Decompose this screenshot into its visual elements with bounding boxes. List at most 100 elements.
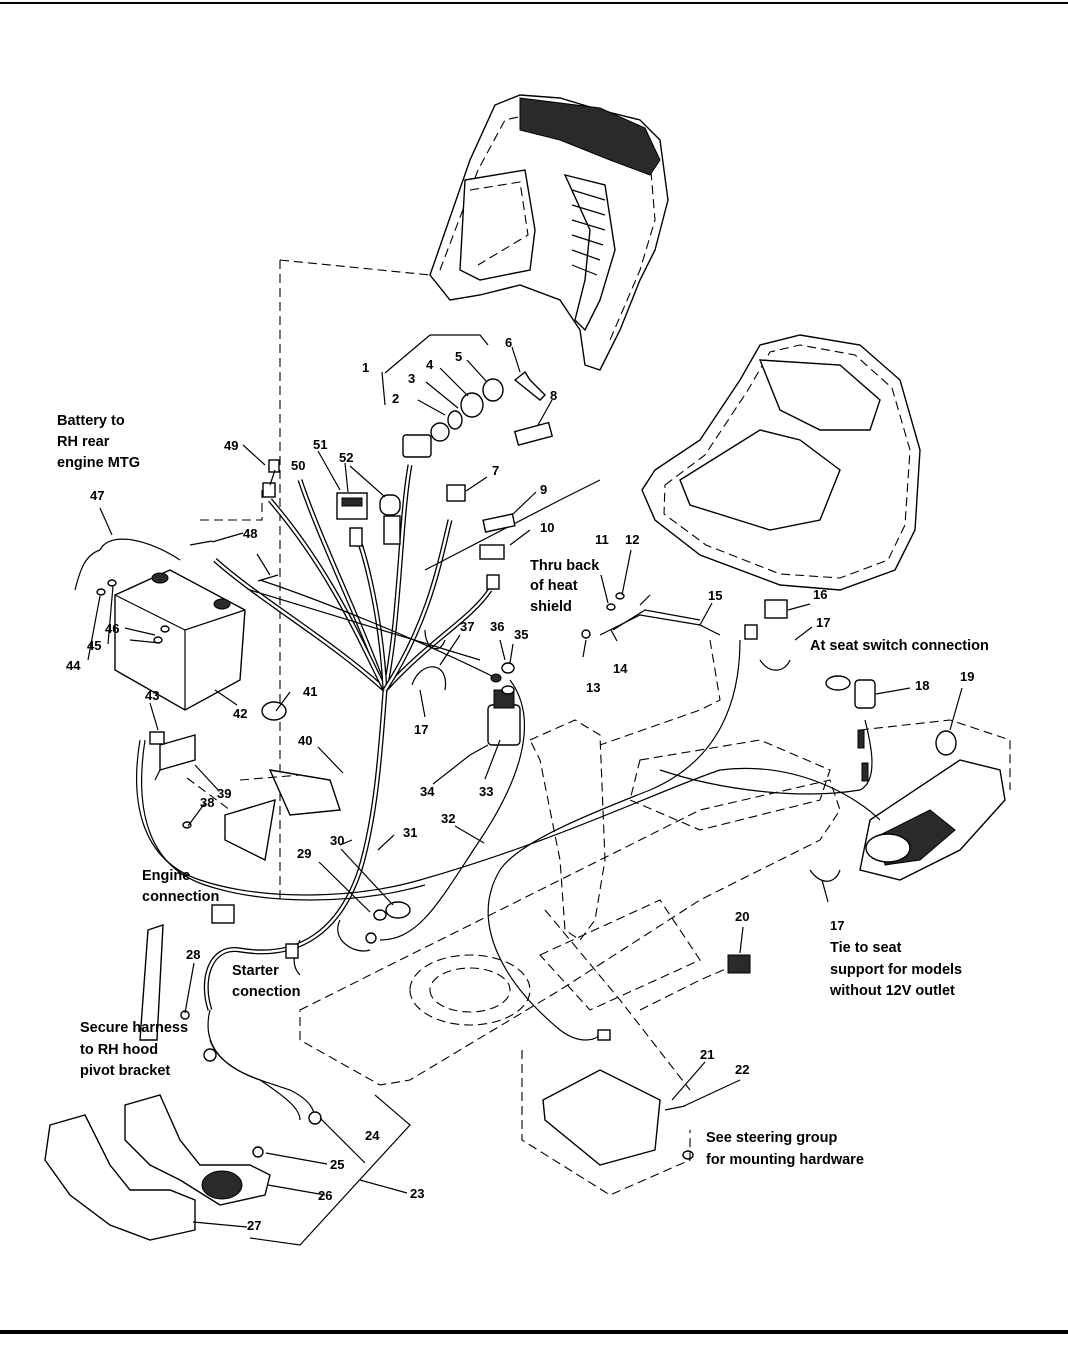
callout-2: 2 xyxy=(392,391,399,406)
callout-40: 40 xyxy=(298,733,312,748)
seat-pan-bracket xyxy=(859,719,1011,881)
note-seat-switch-line-1: At seat switch connection xyxy=(810,638,989,654)
solenoid xyxy=(487,662,521,746)
callout-37: 37 xyxy=(460,619,474,634)
note-heat-shield-line-1: Thru back xyxy=(530,558,600,574)
note-tie-seat-line-2: support for models xyxy=(830,962,962,978)
callout-13: 13 xyxy=(586,680,600,695)
callout-12: 12 xyxy=(625,532,639,547)
hardware xyxy=(96,540,721,1111)
callout-50: 50 xyxy=(291,458,305,473)
callout-36: 36 xyxy=(490,619,504,634)
callout-9: 9 xyxy=(540,482,547,497)
callout-39: 39 xyxy=(217,786,231,801)
callout-45: 45 xyxy=(87,638,101,653)
callout-30: 30 xyxy=(330,833,344,848)
ignition-switch-parts xyxy=(402,370,554,458)
callout-17a: 17 xyxy=(816,615,830,630)
note-heat-shield-line-2: of heat xyxy=(530,578,578,594)
note-engine: Engine connection xyxy=(142,868,219,905)
callout-27: 27 xyxy=(247,1218,261,1233)
callout-11: 11 xyxy=(595,532,609,547)
callout-31: 31 xyxy=(403,825,417,840)
note-starter: Starter conection xyxy=(232,963,300,1000)
note-tie-seat: Tie to seat support for models without 1… xyxy=(829,940,962,999)
callout-47: 47 xyxy=(90,488,104,503)
top-rule xyxy=(0,2,1068,4)
callout-52: 52 xyxy=(339,450,353,465)
note-starter-line-1: Starter xyxy=(232,963,279,979)
callout-6: 6 xyxy=(505,335,512,350)
note-harness-line-1: Secure harness xyxy=(80,1020,188,1036)
note-steering: See steering group for mounting hardware xyxy=(706,1130,864,1168)
callout-26: 26 xyxy=(318,1188,332,1203)
callout-35: 35 xyxy=(514,627,528,642)
note-engine-line-2: connection xyxy=(142,889,219,905)
callout-32: 32 xyxy=(441,811,455,826)
callout-33: 33 xyxy=(479,784,493,799)
callout-7: 7 xyxy=(492,463,499,478)
note-harness-line-2: to RH hood xyxy=(80,1042,158,1058)
note-engine-line-1: Engine xyxy=(142,868,190,884)
leader-lines xyxy=(87,334,963,1246)
callout-16: 16 xyxy=(813,587,827,602)
callout-18: 18 xyxy=(915,678,929,693)
note-steering-line-2: for mounting hardware xyxy=(706,1152,864,1168)
callout-22: 22 xyxy=(735,1062,749,1077)
bottom-rule xyxy=(0,1330,1068,1334)
seat xyxy=(641,334,921,591)
callout-21: 21 xyxy=(700,1047,714,1062)
note-heat-shield-line-3: shield xyxy=(530,599,572,615)
note-starter-line-2: conection xyxy=(232,984,300,1000)
dash-panel xyxy=(429,94,669,371)
callout-49: 49 xyxy=(224,438,238,453)
cable-ties xyxy=(411,629,841,882)
note-harness: Secure harness to RH hood pivot bracket xyxy=(80,1020,188,1079)
note-seat-switch: At seat switch connection xyxy=(810,638,989,654)
brackets xyxy=(139,599,788,1166)
callout-5: 5 xyxy=(455,349,462,364)
callout-14: 14 xyxy=(613,661,628,676)
callout-43: 43 xyxy=(145,688,159,703)
callout-46: 46 xyxy=(105,621,119,636)
callout-25: 25 xyxy=(330,1157,344,1172)
callout-44: 44 xyxy=(66,658,81,673)
callout-24: 24 xyxy=(365,1128,380,1143)
switches xyxy=(262,459,516,590)
callout-1: 1 xyxy=(362,360,369,375)
wiring-harness xyxy=(203,464,493,1011)
callout-42: 42 xyxy=(233,706,247,721)
note-battery: Battery to RH rear engine MTG xyxy=(57,413,140,471)
power-outlet xyxy=(825,675,876,782)
callout-29: 29 xyxy=(297,846,311,861)
callout-17b: 17 xyxy=(414,722,428,737)
callout-48: 48 xyxy=(243,526,257,541)
note-tie-seat-line-1: Tie to seat xyxy=(830,940,902,956)
callout-51: 51 xyxy=(313,437,327,452)
callout-3: 3 xyxy=(408,371,415,386)
note-battery-line-1: Battery to xyxy=(57,413,125,429)
callout-17c: 17 xyxy=(830,918,844,933)
callout-28: 28 xyxy=(186,947,200,962)
callout-38: 38 xyxy=(200,795,214,810)
note-harness-line-3: pivot bracket xyxy=(80,1063,170,1079)
callout-10: 10 xyxy=(540,520,554,535)
battery xyxy=(114,569,246,711)
callout-19: 19 xyxy=(960,669,974,684)
note-heat-shield: Thru back of heat shield xyxy=(530,558,600,615)
harness-branches xyxy=(74,479,881,1121)
note-battery-line-2: RH rear xyxy=(57,434,110,450)
callout-8: 8 xyxy=(550,388,557,403)
callout-34: 34 xyxy=(420,784,435,799)
callout-23: 23 xyxy=(410,1186,424,1201)
headlights xyxy=(44,1048,322,1241)
callout-numbers: 1 2 3 4 5 6 7 8 9 10 11 12 13 14 15 16 1… xyxy=(66,335,974,1233)
callout-41: 41 xyxy=(303,684,317,699)
note-battery-line-3: engine MTG xyxy=(57,455,140,471)
callout-4: 4 xyxy=(426,357,434,372)
note-tie-seat-line-3: without 12V outlet xyxy=(829,983,955,999)
note-steering-line-1: See steering group xyxy=(706,1130,837,1146)
callout-15: 15 xyxy=(708,588,722,603)
